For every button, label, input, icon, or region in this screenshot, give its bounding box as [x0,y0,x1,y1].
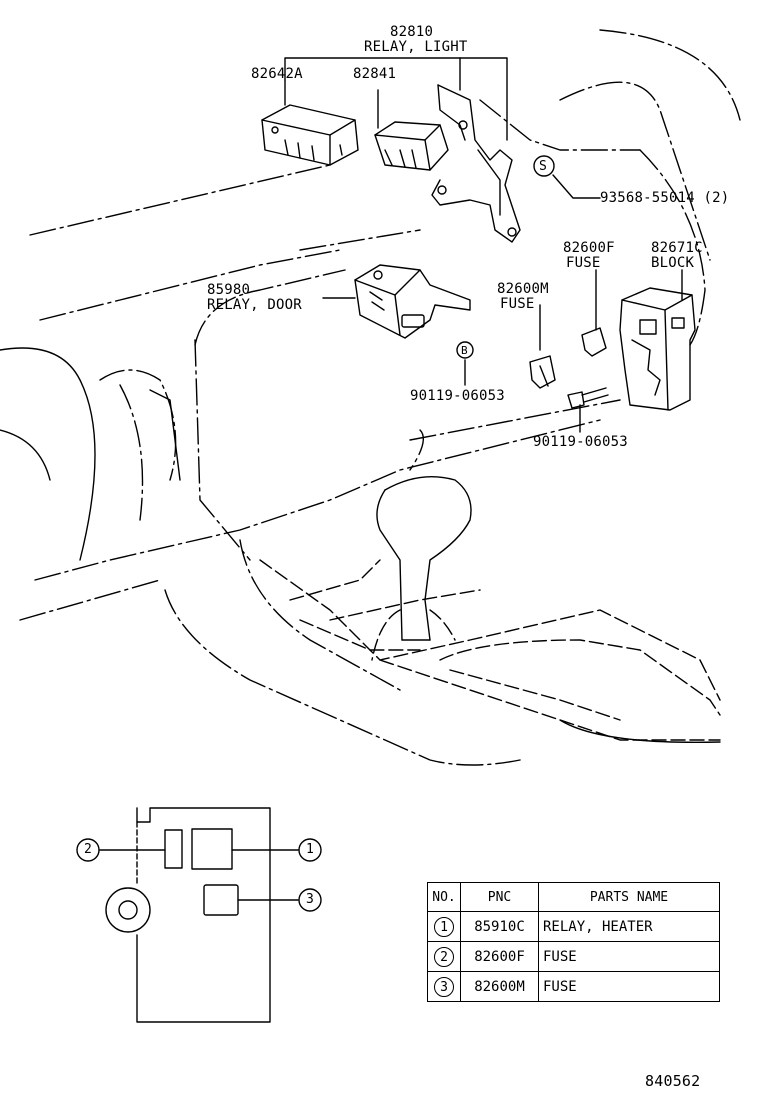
row-pnc: 82600M [460,971,539,1002]
callout-block: BLOCK [651,255,695,271]
callout-relay-light: RELAY, LIGHT [364,39,468,55]
relay-82841-part [374,121,449,171]
callout-82671c: 82671C [651,240,703,256]
callout-85980: 85980 [207,282,251,298]
inset-marker-3-label: 3 [305,892,315,907]
callout-90119-lower: 90119-06053 [533,434,628,450]
steering-column-outline [0,347,181,561]
inset-marker-1-label: 1 [305,842,315,857]
dashboard-outline [19,29,741,766]
row-number-circle: 1 [434,916,454,937]
callout-93568: 93568-55014 (2) [600,190,730,206]
console-edge [559,719,721,743]
header-pnc: PNC [460,882,539,912]
row-part-name: FUSE [538,941,720,972]
fuse-82600m-part [529,355,556,389]
inset-marker-1-circle [298,838,322,862]
table-row: 3 82600M FUSE [427,971,720,1002]
relay-82642a-part [261,104,359,166]
marker-s-label: S [539,159,548,174]
table-row: 1 85910C RELAY, HEATER [427,911,720,942]
inset-marker-2-circle [76,838,100,862]
junction-block-82671c-part [619,287,696,411]
relay-light-bracket-part [431,84,521,243]
row-pnc: 85910C [460,911,539,942]
row-pnc: 82600F [460,941,539,972]
fuse-82600f-part [581,327,607,357]
header-parts-name: PARTS NAME [538,882,720,912]
table-row: 2 82600F FUSE [427,941,720,972]
callout-fuse-m: FUSE [500,296,535,312]
table-header-row: NO. PNC PARTS NAME [427,882,720,912]
center-console-outline [259,559,721,741]
diagram-number: 840562 [645,1072,701,1090]
parts-table: NO. PNC PARTS NAME 1 85910C RELAY, HEATE… [427,882,720,1002]
header-no: NO. [427,882,461,912]
bolt-90119-part [567,387,609,409]
callout-90119-upper: 90119-06053 [410,388,505,404]
inset-relay-block [76,807,322,1023]
callout-82642a: 82642A [251,66,303,82]
leader-lines [284,57,683,433]
relay-door-85980-part [354,264,471,339]
callout-relay-door: RELAY, DOOR [207,297,302,313]
row-part-name: FUSE [538,971,720,1002]
marker-b-circle [456,341,474,359]
callout-82600m: 82600M [497,281,549,297]
shift-lever [371,475,472,661]
marker-s-circle [533,155,555,177]
row-number-circle: 3 [434,976,454,997]
callout-82841: 82841 [353,66,397,82]
marker-b-label: B [461,344,468,357]
inset-marker-3-circle [298,888,322,912]
callout-fuse-f: FUSE [566,255,601,271]
row-part-name: RELAY, HEATER [538,911,720,942]
inset-marker-2-label: 2 [83,842,93,857]
callout-82810: 82810 [390,24,434,40]
callout-82600f: 82600F [563,240,615,256]
row-number-circle: 2 [434,946,454,967]
